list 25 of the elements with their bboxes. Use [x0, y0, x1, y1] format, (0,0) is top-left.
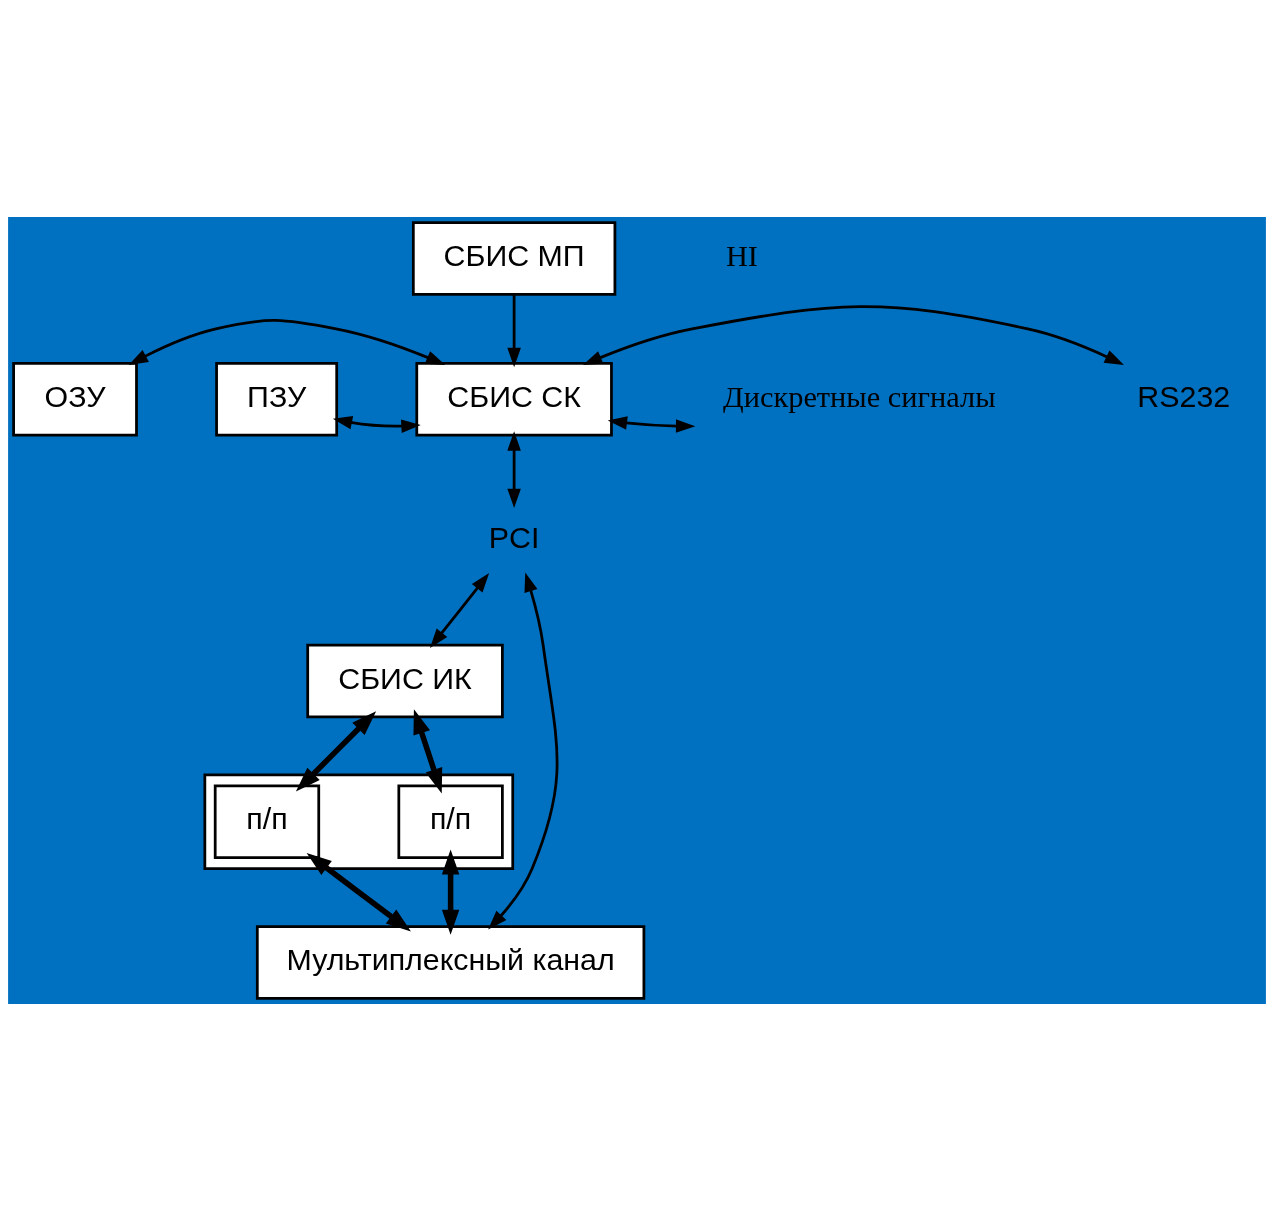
node-box: ПЗУ [215, 361, 339, 437]
node-box: СБИС СК [415, 361, 613, 437]
arrow [413, 708, 443, 793]
arrow [295, 710, 377, 791]
arrow [332, 415, 421, 433]
node-text: PCI [488, 520, 540, 554]
arrow [607, 415, 696, 433]
arrow [507, 294, 521, 367]
arrow [429, 572, 490, 648]
label: НІ [725, 238, 758, 273]
node-box: ОЗУ [12, 361, 138, 437]
node-text: Дискретные сигналы [723, 379, 996, 414]
node-box: Мультиплексный канал [255, 924, 646, 1000]
arrow [306, 852, 411, 931]
arrow [507, 430, 521, 508]
node-box: п/п [213, 783, 321, 859]
node-box: п/п [397, 783, 504, 859]
node-box: СБИС МП [411, 220, 617, 296]
cluster [203, 772, 515, 870]
arrow [582, 304, 1124, 365]
arrow [128, 318, 446, 365]
node-box: СБИС ИК [306, 643, 504, 718]
node-text: RS232 [1137, 379, 1231, 413]
arrow [441, 849, 460, 935]
arrow [488, 571, 559, 929]
